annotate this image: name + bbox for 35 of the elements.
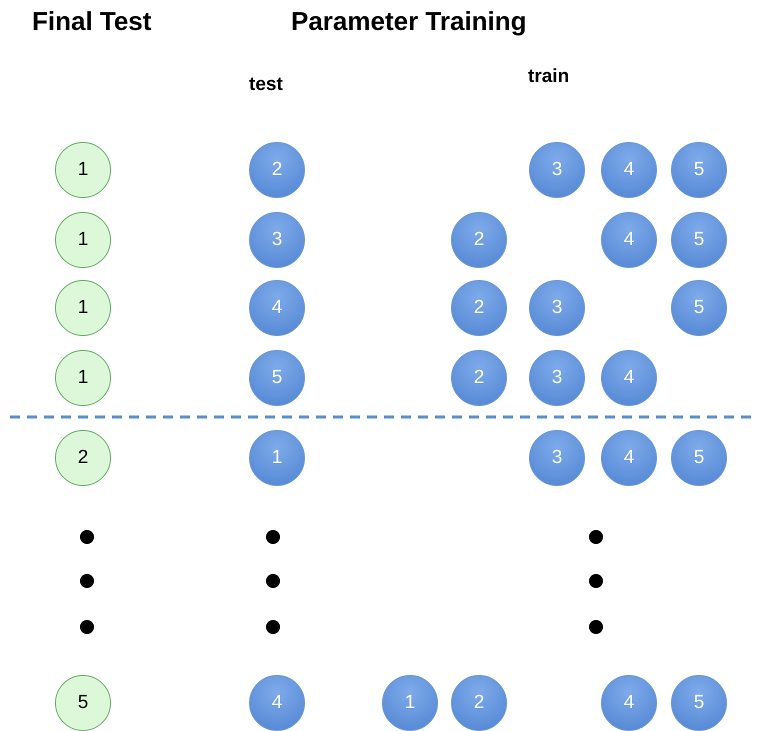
number-circle: 5 (671, 280, 727, 336)
number-circle: 1 (55, 142, 111, 198)
column-subheading: test (249, 74, 283, 96)
number-circle: 3 (529, 430, 585, 486)
number-circle: 4 (601, 430, 657, 486)
number-circle: 5 (671, 142, 727, 198)
number-circle: 3 (249, 212, 305, 268)
number-circle: 2 (451, 280, 507, 336)
number-circle: 5 (671, 675, 727, 731)
number-circle: 4 (601, 675, 657, 731)
number-circle: 4 (249, 280, 305, 336)
column-heading: Final Test (32, 6, 152, 37)
number-circle: 3 (529, 350, 585, 406)
number-circle: 2 (451, 350, 507, 406)
number-circle: 1 (382, 675, 438, 731)
number-circle: 4 (601, 350, 657, 406)
number-circle: 2 (451, 212, 507, 268)
number-circle: 3 (529, 280, 585, 336)
number-circle: 1 (55, 280, 111, 336)
number-circle: 5 (671, 430, 727, 486)
number-circle: 2 (451, 675, 507, 731)
number-circle: 4 (601, 212, 657, 268)
number-circle: 5 (249, 350, 305, 406)
number-circle: 2 (249, 142, 305, 198)
column-heading: Parameter Training (291, 6, 527, 37)
number-circle: 3 (529, 142, 585, 198)
number-circle: 4 (249, 675, 305, 731)
number-circle: 1 (55, 212, 111, 268)
number-circle: 1 (55, 350, 111, 406)
number-circle: 2 (55, 430, 111, 486)
number-circle: 5 (55, 675, 111, 731)
number-circle: 5 (671, 212, 727, 268)
number-circle: 4 (601, 142, 657, 198)
column-subheading: train (528, 66, 570, 88)
number-circle: 1 (249, 430, 305, 486)
